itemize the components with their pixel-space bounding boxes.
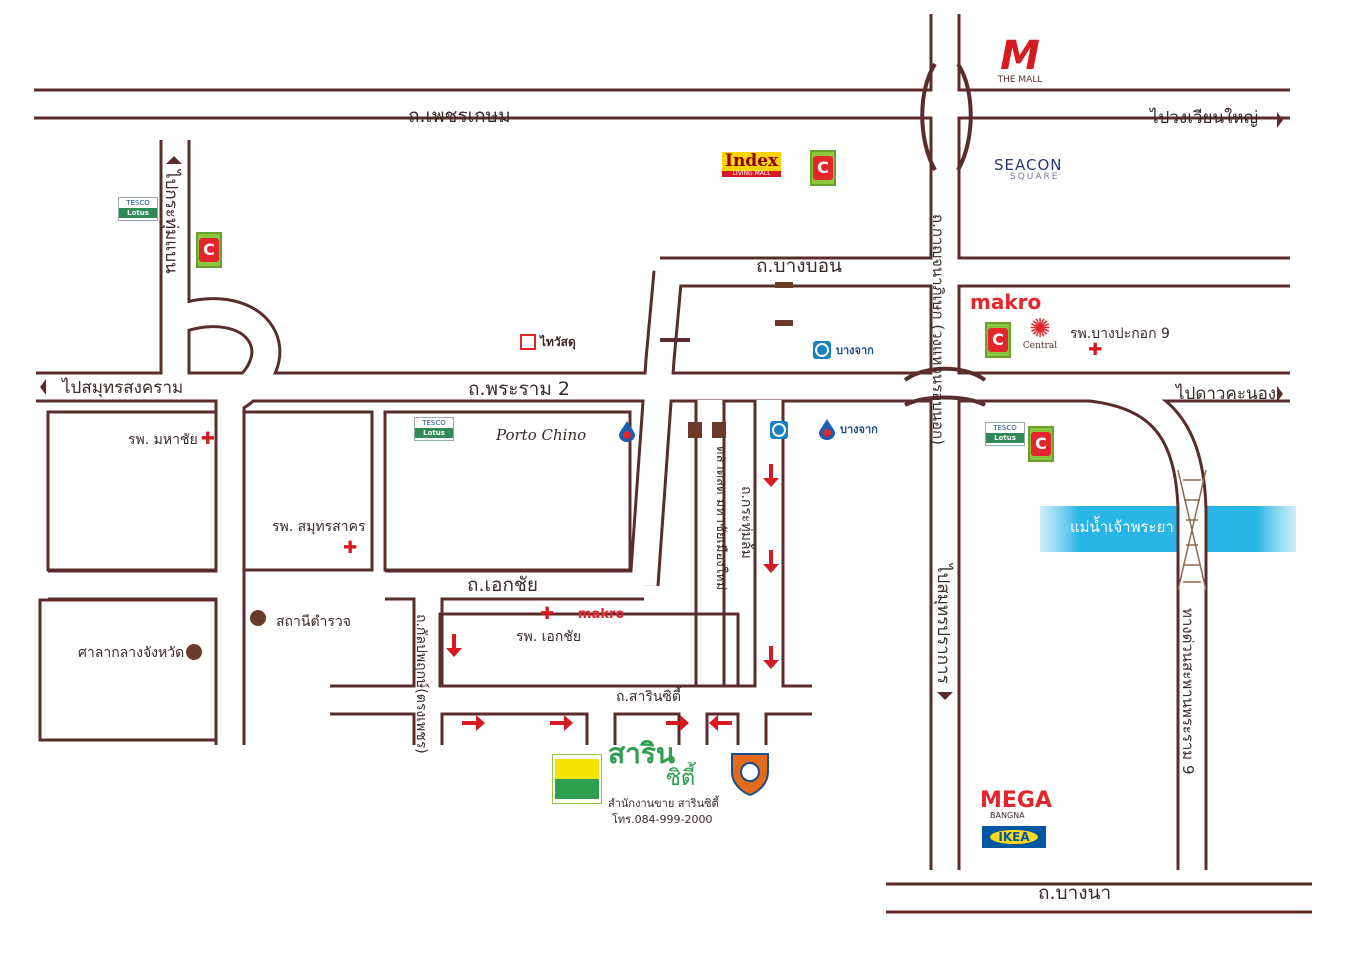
direction-samutprakan: ไปสมุทรปราการ [933, 564, 953, 684]
bigc-letter: C [988, 328, 1008, 352]
police-label: สถานีตำรวจ [276, 614, 351, 630]
porto-chino-logo: Porto Chino [496, 426, 587, 444]
hospital-ekkachai-label: รพ. เอกชัย [516, 629, 582, 645]
seacon-logo: SEACON SQUARE [994, 158, 1063, 182]
tesco-text: TESCO [993, 424, 1017, 432]
hospital-samutsakhon-label: รพ. สมุทรสาคร [272, 519, 366, 535]
road-label-expressway: ทางด่วนสะพานพระราม 9 [1179, 608, 1197, 775]
seacon-logo-text: SEACON [994, 156, 1063, 174]
bigc-letter: C [813, 156, 833, 180]
bigc-logo: C [196, 232, 222, 268]
police-marker [250, 610, 266, 626]
road-label-phetkasem: ถ.เพชรเกษม [408, 105, 511, 127]
mega-bangna-logo: MEGA BANGNA [980, 790, 1052, 820]
mega-logo-sub: BANGNA [990, 811, 1025, 820]
lotus-text: Lotus [986, 433, 1024, 443]
hospital-icon: ✚ [540, 604, 555, 624]
road-label-bangna: ถ.บางนา [1038, 882, 1112, 904]
river-band [1040, 506, 1296, 552]
direction-daokhanong: ไปดาวคะนอง [1176, 384, 1277, 404]
makro-logo: makro [970, 290, 1042, 314]
thaiwatsadu-label: ไทวัสดุ [540, 335, 576, 349]
route-arrow-down [763, 646, 779, 669]
project-thumbnail [552, 754, 602, 804]
mega-logo-text: MEGA [980, 788, 1053, 813]
bigc-letter: C [1031, 432, 1051, 456]
river-label: แม่น้ำเจ้าพระยา [1070, 518, 1174, 536]
tesco-text: TESCO [126, 199, 150, 207]
index-logo-text: Index [722, 152, 782, 171]
lotus-text: Lotus [415, 428, 453, 438]
bridge [1177, 469, 1207, 591]
bangchak-label: บางจาก [840, 422, 878, 436]
route-arrow-right [666, 715, 689, 731]
hospital-icon: ✚ [200, 429, 215, 449]
road-label-sarincity: ถ.สารินซิตี้ [616, 689, 682, 705]
index-logo-sub: LIVING MALL [722, 171, 782, 177]
road-label-ekkachai: ถ.เอกชัย [467, 574, 538, 596]
bigc-logo: C [1028, 426, 1054, 462]
thaiwatsadu-icon [520, 334, 536, 350]
route-arrow-right [550, 715, 573, 731]
road-label-bangbon: ถ.บางบอน [756, 255, 843, 277]
hospital-bangpakok-label: รพ.บางปะกอก 9 [1070, 326, 1170, 342]
index-logo: Index LIVING MALL [722, 152, 782, 177]
bangchak-station: บางจาก [818, 418, 878, 440]
sarin-city-logo: สาริน ซิตี้ [608, 740, 695, 790]
central-sun-icon: ✺ [1029, 314, 1051, 344]
road-label-khrutham: ถ.กัลปพฤกษ์(ตรงเพชร) [413, 614, 429, 754]
the-mall-text: THE MALL [997, 75, 1043, 85]
bangchak-station: บางจาก [812, 340, 874, 360]
hospital-icon: ✚ [343, 538, 358, 558]
sales-office-label: สำนักงานขาย สารินซิตี้ [608, 797, 719, 810]
direction-samutsongkhram: ไปสมุทรสงคราม [62, 378, 184, 398]
route-arrow-down [763, 550, 779, 573]
central-logo-text: Central [1022, 341, 1058, 351]
road-label-rama2: ถ.พระราม 2 [468, 378, 571, 400]
route-arrow-left [709, 715, 732, 731]
route-arrow-down [446, 634, 462, 657]
court-label: ศาลากลางจังหวัด [78, 645, 185, 661]
sarin-city-sub: ซิตี้ [666, 766, 696, 791]
sales-phone: โทร.084-999-2000 [612, 813, 713, 826]
the-mall-mark: M [1000, 33, 1040, 79]
direction-wongwian: ไปวงเวียนใหญ่ [1150, 108, 1259, 128]
bangchak-icon [813, 341, 831, 359]
direction-krathumbaen: ไปกระทุ่มแบน [161, 170, 181, 274]
route-arrow-right [462, 715, 485, 731]
market-label: ตลาดสด มหาชัยเมืองใหม่ [713, 446, 728, 591]
sarin-city-main: สาริน [608, 737, 675, 770]
school-crest-icon [730, 750, 770, 799]
lotus-text: Lotus [119, 208, 157, 218]
central-logo: ✺ Central [1020, 316, 1060, 351]
bangchak-label: บางจาก [836, 343, 874, 357]
makro-logo: makro [578, 607, 625, 622]
seacon-logo-sub: SQUARE [1010, 172, 1060, 182]
road-label-kathum: ถ.กระทุ่มล้ม [738, 486, 754, 559]
bigc-logo: C [985, 322, 1011, 358]
bangchak-icon [769, 420, 789, 443]
fuel-drop-icon [819, 419, 835, 440]
hospital-mahachai: รพ. มหาชัย✚ [128, 431, 215, 448]
bigc-letter: C [199, 238, 219, 262]
hospital-icon: ✚ [1088, 340, 1103, 360]
hospital-mahachai-label: รพ. มหาชัย [128, 432, 198, 448]
ikea-logo: IKEA [982, 826, 1046, 848]
route-arrow-down [763, 464, 779, 487]
tesco-text: TESCO [422, 419, 446, 427]
thaiwatsadu-logo: ไทวัสดุ [520, 334, 576, 350]
bigc-logo: C [810, 150, 836, 186]
the-mall-logo: M THE MALL [990, 36, 1050, 85]
road-label-kanchana: ถ.กาญจนาภิเษก (วงแหวนรอบนอก) [929, 214, 947, 445]
court-marker [186, 644, 202, 660]
ikea-logo-text: IKEA [990, 830, 1038, 844]
fuel-drop-icon [618, 420, 636, 445]
